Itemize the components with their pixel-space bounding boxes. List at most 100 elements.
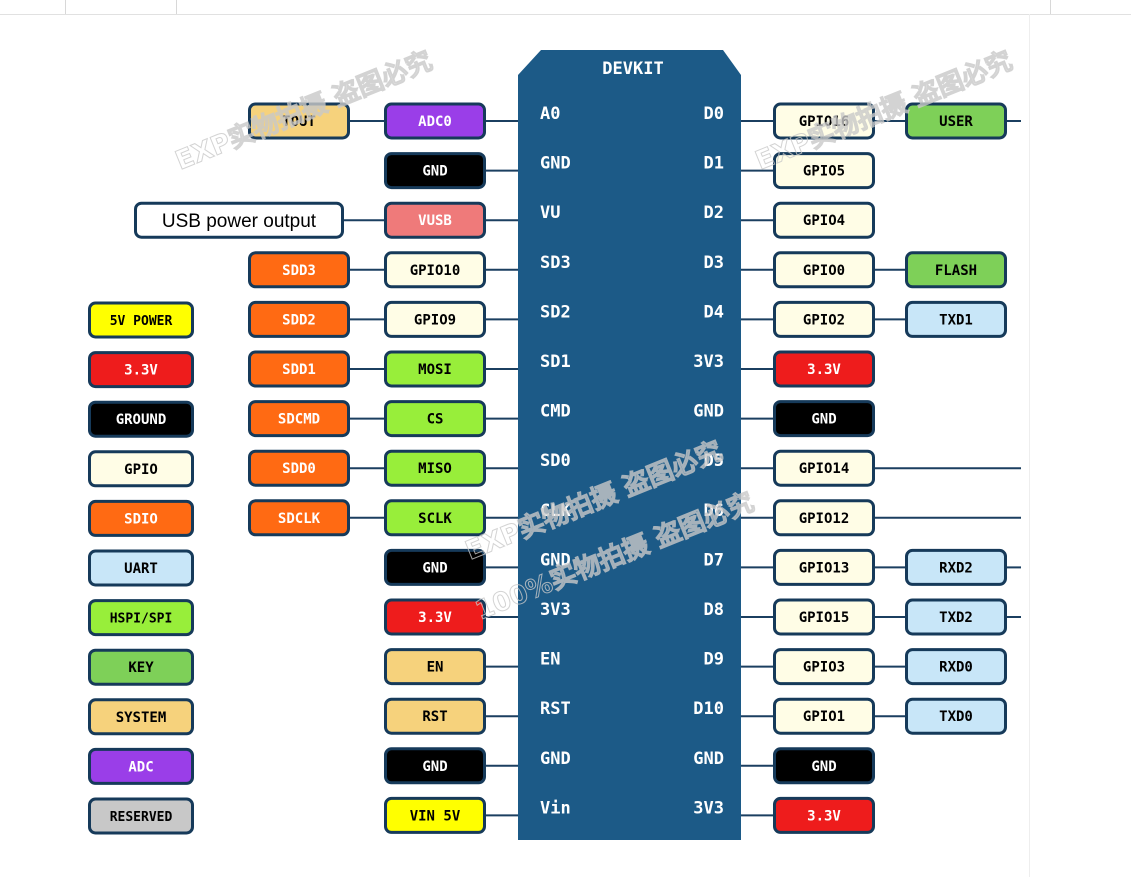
right-alt-pin-bg [905,251,1007,289]
right-alt-pin-label: TXD2 [939,610,973,626]
right-alt-pin: USER [905,102,1007,140]
legend-item-label: GPIO [124,462,158,478]
left-function-pin-label: GND [422,164,447,180]
legend-item: 5V POWER [88,301,194,339]
legend-item: SYSTEM [88,698,194,736]
toolbar-divider [176,0,177,14]
left-function-pin-bg [384,152,486,190]
right-alt-pin: RXD0 [905,648,1007,686]
left-alt-pin-bg [248,350,350,388]
left-alt-pin-bg [248,102,350,140]
right-function-pin-label: GPIO5 [803,164,845,180]
legend-item: GROUND [88,400,194,438]
left-function-pin: GPIO10 [384,251,486,289]
right-alt-pin: TXD2 [905,598,1007,636]
board-pin-right: D3 [704,253,724,273]
left-alt-pin-label: SDCMD [278,412,320,428]
board-pin-left: EN [540,650,560,670]
legend-item-bg [88,400,194,438]
legend-item-label: RESERVED [110,810,173,825]
left-alt-pin: SDD2 [248,300,350,338]
legend-item-bg [88,797,194,835]
legend-item-bg [88,549,194,587]
legend-item: GPIO [88,450,194,488]
caption-cutoff [112,858,1012,877]
left-alt-pin-bg [248,251,350,289]
right-function-pin-bg [773,152,875,190]
left-function-pin: CS [384,400,486,438]
right-alt-pin-label: TXD1 [939,312,973,328]
legend-item-label: 5V POWER [110,314,173,329]
right-function-pin-bg [773,648,875,686]
left-alt-pin-label: SDD1 [282,362,316,378]
right-function-pin: 3.3V [773,796,875,834]
left-function-pin: SCLK [384,499,486,537]
left-function-pin-label: GPIO10 [410,263,461,279]
board-pin-right: D5 [704,451,724,471]
right-function-pin: GPIO14 [773,449,875,487]
legend-item-label: SDIO [124,511,158,527]
left-function-pin-label: GND [422,759,447,775]
left-function-pin: RST [384,697,486,735]
right-function-pin: GPIO4 [773,201,875,239]
board-pin-left: RST [540,699,571,719]
content-edge [1029,14,1030,877]
left-function-pin-bg [384,449,486,487]
right-function-pin: 3.3V [773,350,875,388]
board-pin-left: SD2 [540,302,571,322]
legend-item-bg [88,499,194,537]
left-function-pin-label: RST [422,709,447,725]
left-alt-pin-bg [248,449,350,487]
right-function-pin-label: GPIO1 [803,709,845,725]
right-function-pin: GPIO3 [773,648,875,686]
right-alt-pin-bg [905,648,1007,686]
board-pin-right: D10 [693,699,724,719]
right-function-pin-label: 3.3V [807,362,841,378]
left-function-pin-bg [384,499,486,537]
right-function-pin-bg [773,449,875,487]
legend-item-bg [88,599,194,637]
legend-item-label: KEY [128,660,154,676]
board-pin-right: GND [693,749,724,769]
legend-item-bg [88,351,194,389]
right-function-pin-label: GPIO13 [799,560,850,576]
left-function-pin: EN [384,648,486,686]
right-function-pin: GPIO1 [773,697,875,735]
legend-item: KEY [88,648,194,686]
left-function-pin: GND [384,747,486,785]
top-toolbar-strip [0,0,1131,15]
left-alt-pin: SDCMD [248,400,350,438]
right-function-pin: GND [773,747,875,785]
right-alt-pin: TXD1 [905,300,1007,338]
right-function-pin: GPIO2 [773,300,875,338]
right-function-pin: GPIO16 [773,102,875,140]
board-body [518,50,741,840]
right-function-pin-bg [773,400,875,438]
left-function-pin-bg [384,201,486,239]
board-pin-left: SD0 [540,451,571,471]
board-pin-left: SD3 [540,253,571,273]
legend-item-label: SYSTEM [116,710,167,726]
board-pin-right: 3V3 [693,798,724,818]
devkit-board: DEVKIT [518,50,741,840]
right-function-pin: GPIO12 [773,499,875,537]
left-alt-pin: TOUT [248,102,350,140]
right-alt-pin-bg [905,598,1007,636]
right-alt-pin-bg [905,548,1007,586]
right-function-pin: GPIO13 [773,548,875,586]
right-alt-pin: TXD0 [905,697,1007,735]
left-function-pin-label: CS [427,412,444,428]
left-function-pin: VUSB [384,201,486,239]
left-function-pin-bg [384,548,486,586]
usb-power-callout-bg [134,201,344,239]
left-function-pin: GND [384,152,486,190]
toolbar-divider [1050,0,1051,14]
board-pin-left: VU [540,203,560,223]
left-function-pin: ADC0 [384,102,486,140]
right-function-pin-label: GND [811,759,836,775]
left-function-pin-label: ADC0 [418,114,452,130]
legend-item: UART [88,549,194,587]
